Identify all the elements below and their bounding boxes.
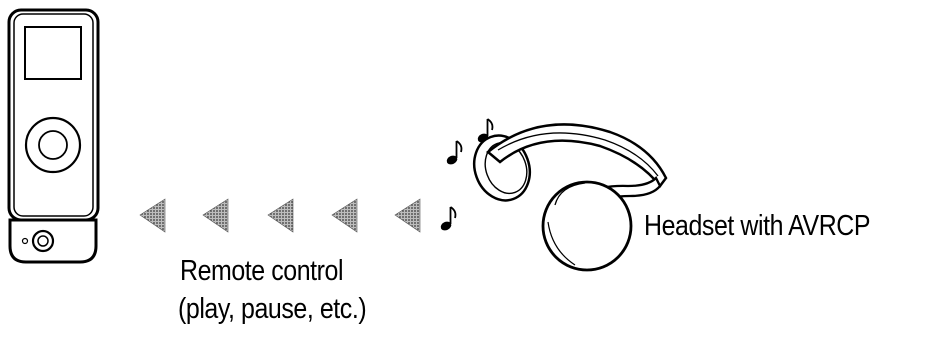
headset-icon (472, 123, 668, 272)
remote-control-label: Remote control (180, 255, 344, 287)
remote-control-examples-label: (play, pause, etc.) (178, 293, 367, 325)
signal-arrows (139, 198, 421, 233)
music-note-icon (440, 206, 457, 231)
dock-adapter-icon (8, 218, 98, 264)
music-note-icon (446, 140, 463, 165)
signal-arrow-icon (394, 198, 421, 233)
signal-arrow-icon (331, 198, 358, 233)
signal-arrow-icon (267, 198, 294, 233)
signal-arrow-icon (139, 198, 166, 233)
signal-arrow-icon (202, 198, 229, 233)
music-notes (440, 118, 494, 231)
headset-label: Headset with AVRCP (644, 210, 871, 242)
music-player-icon (7, 8, 100, 222)
